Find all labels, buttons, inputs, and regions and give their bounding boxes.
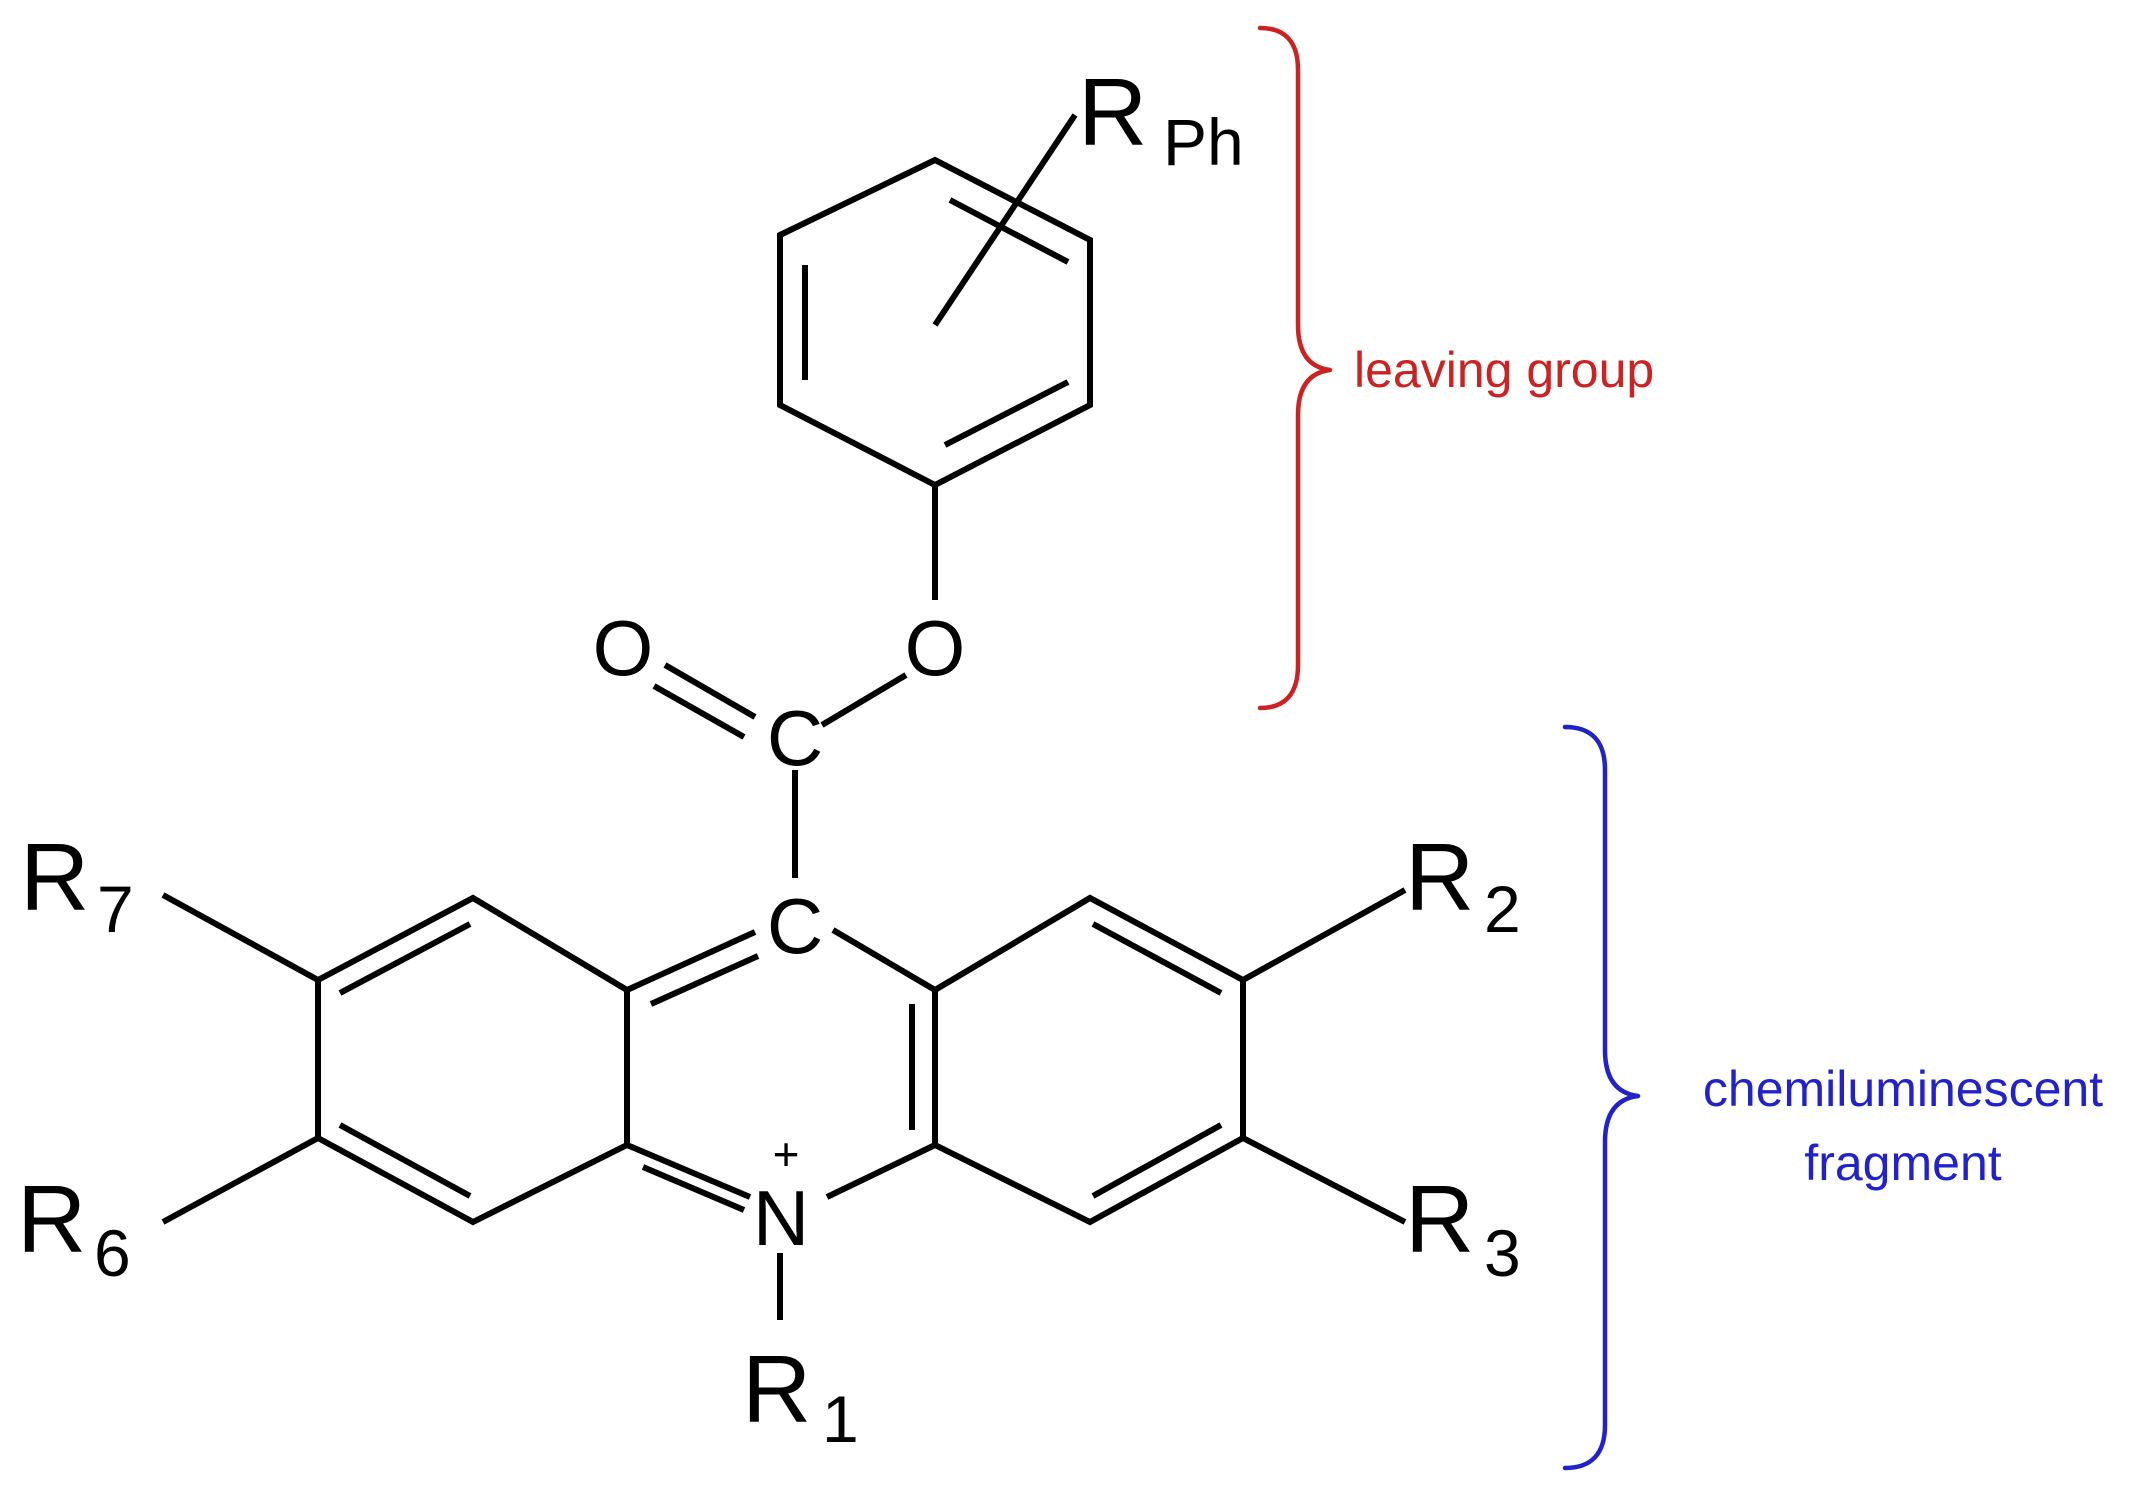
svg-text:R: R <box>20 824 89 931</box>
carbonyl-double-bond <box>652 662 757 740</box>
carbonyl-carbon-label: C <box>767 694 823 782</box>
r2-bond <box>1241 887 1407 983</box>
nitrogen-label: N <box>753 1174 809 1262</box>
svg-text:2: 2 <box>1484 872 1521 946</box>
svg-text:R: R <box>1078 59 1147 166</box>
chemiluminescent-fragment-bracket <box>1562 724 1641 1471</box>
svg-text:7: 7 <box>97 872 134 946</box>
svg-text:R: R <box>1405 824 1474 931</box>
r-ph-label: R Ph <box>1078 59 1244 179</box>
nitrogen-positive-charge: + <box>773 1128 800 1180</box>
r2-label: R 2 <box>1405 824 1521 946</box>
r6-bond <box>161 1135 320 1225</box>
right-benzo-ring <box>933 894 1246 1226</box>
r7-bond <box>161 892 320 983</box>
c9-carbon-label: C <box>767 882 823 970</box>
svg-text:Ph: Ph <box>1163 105 1244 179</box>
central-ring <box>624 927 938 1213</box>
phenyl-ring <box>777 156 1093 489</box>
svg-text:R: R <box>17 1166 86 1273</box>
carbonyl-oxygen-label: O <box>593 604 654 692</box>
r1-label: R 1 <box>742 1336 859 1456</box>
leaving-group-label: leaving group <box>1354 342 1654 398</box>
r3-label: R 3 <box>1405 1166 1521 1290</box>
left-benzo-ring <box>315 894 629 1226</box>
svg-text:1: 1 <box>822 1382 859 1456</box>
r7-label: R 7 <box>20 824 134 946</box>
oxygen-carbonyl-bond <box>820 672 908 728</box>
svg-text:3: 3 <box>1484 1216 1521 1290</box>
chemiluminescent-fragment-label-line2: fragment <box>1804 1135 2001 1191</box>
r-ph-substituent-bond <box>932 113 1078 327</box>
ester-oxygen-label: O <box>905 604 966 692</box>
r6-label: R 6 <box>17 1166 131 1290</box>
svg-text:6: 6 <box>94 1216 131 1290</box>
leaving-group-bracket <box>1257 25 1333 711</box>
chemiluminescent-fragment-label-line1: chemiluminescent <box>1703 1061 2103 1117</box>
svg-text:R: R <box>742 1336 811 1443</box>
r3-bond <box>1241 1135 1407 1225</box>
svg-text:R: R <box>1405 1166 1474 1273</box>
